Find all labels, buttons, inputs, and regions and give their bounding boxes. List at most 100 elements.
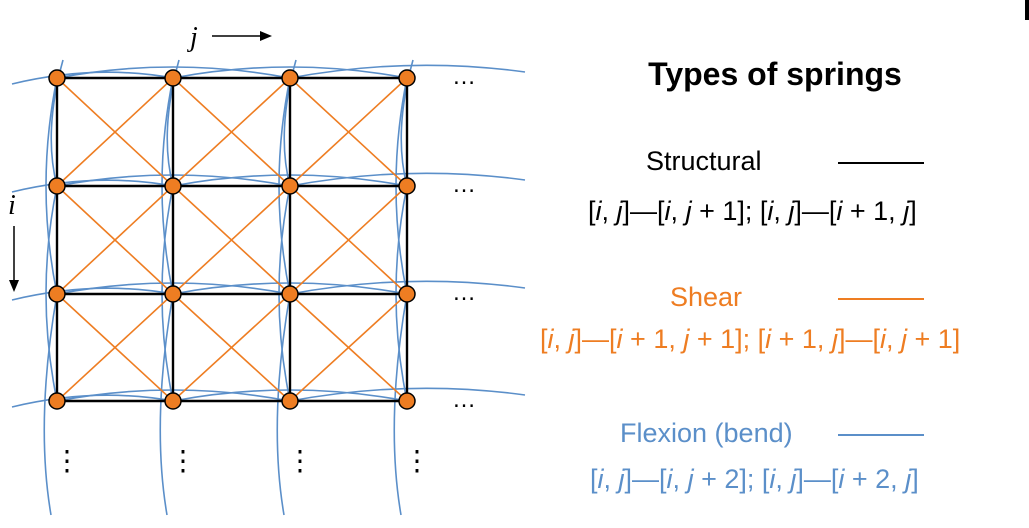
column-continuation-ellipsis: ⋮	[169, 444, 197, 477]
mass-node	[48, 69, 66, 87]
column-continuation-ellipsis: ⋮	[403, 444, 431, 477]
column-continuation-ellipsis: ⋮	[53, 444, 81, 477]
spring-types-legend: Types of springs Structural [i, j]—[i, j…	[540, 0, 1029, 528]
shear-springs	[56, 77, 408, 402]
flexion-definition-part: ,	[672, 464, 688, 494]
right-edge-mark	[1025, 0, 1029, 20]
shear-definition-part: i	[765, 324, 772, 354]
structural-definition-part: ]—[	[622, 196, 665, 226]
mass-node	[48, 285, 66, 303]
mass-node	[164, 69, 182, 87]
flexion-spring-h	[56, 66, 291, 79]
structural-definition-part: ]	[909, 196, 917, 226]
flexion-spring-v	[45, 77, 58, 295]
shear-spring	[289, 185, 408, 295]
shear-definition-part: j	[683, 324, 690, 354]
flexion-definition-part: i	[838, 464, 845, 494]
row-continuation-ellipsis: …	[452, 279, 476, 306]
shear-definition-part: ]—[	[574, 324, 617, 354]
shear-definition-part: j	[831, 324, 838, 354]
structural-definition-part: + 1,	[842, 196, 904, 226]
flexion-spring-swatch	[838, 434, 924, 436]
shear-spring	[172, 293, 291, 402]
mass-node	[281, 69, 299, 87]
structural-spring-swatch	[838, 162, 924, 164]
mass-node	[398, 69, 416, 87]
shear-spring	[289, 77, 408, 187]
shear-spring	[56, 77, 174, 187]
flexion-definition-part: + 2]; [	[693, 464, 770, 494]
j-axis-arrowhead	[260, 31, 272, 41]
flexion-spring-definition: [i, j]—[i, j + 2]; [i, j]—[i + 2, j]	[590, 464, 919, 495]
mass-node	[164, 285, 182, 303]
shear-definition-part: + 1,	[622, 324, 684, 354]
flexion-spring-h	[289, 64, 526, 79]
shear-spring	[56, 185, 174, 295]
flexion-definition-part: ]—[	[796, 464, 839, 494]
shear-definition-part: j	[900, 324, 907, 354]
structural-definition-part: j	[903, 196, 910, 226]
flexion-spring-v	[43, 293, 58, 516]
shear-definition-part: + 1,	[771, 324, 832, 354]
flexion-definition-part: ,	[775, 464, 791, 494]
i-axis-arrowhead	[9, 280, 19, 292]
shear-spring	[56, 293, 174, 402]
continuation-ellipses: …………⋮⋮⋮⋮	[53, 63, 476, 477]
flexion-spring-name: Flexion (bend)	[620, 418, 793, 448]
mass-nodes	[48, 69, 416, 410]
shear-definition-part: ,	[553, 324, 569, 354]
mass-node	[398, 392, 416, 410]
flexion-definition-part: ,	[603, 464, 619, 494]
shear-definition-part: + 1]	[906, 324, 961, 354]
structural-definition-part: i	[767, 196, 774, 226]
structural-springs	[55, 76, 409, 403]
shear-spring	[289, 293, 408, 402]
structural-definition-part: ,	[670, 196, 686, 226]
shear-definition-part: j	[568, 324, 575, 354]
shear-definition-part: [	[540, 324, 548, 354]
shear-spring	[172, 185, 291, 295]
mass-node	[281, 177, 299, 195]
flexion-definition-part: ]—[	[624, 464, 667, 494]
flexion-definition-part: j	[790, 464, 797, 494]
shear-definition-part: i	[879, 324, 886, 354]
structural-definition-part: ]—[	[794, 196, 837, 226]
mass-node	[281, 285, 299, 303]
structural-definition-part: i	[595, 196, 602, 226]
row-continuation-ellipsis: …	[452, 386, 476, 413]
structural-definition-part: ,	[601, 196, 617, 226]
mass-node	[48, 392, 66, 410]
structural-definition-part: i	[664, 196, 671, 226]
structural-definition-part: j	[685, 196, 692, 226]
structural-definition-part: i	[836, 196, 843, 226]
mass-node	[398, 285, 416, 303]
structural-definition-part: j	[788, 196, 795, 226]
flexion-definition-part: [	[590, 464, 598, 494]
structural-definition-part: [	[588, 196, 596, 226]
shear-spring	[172, 77, 291, 187]
flexion-spring-h	[172, 66, 408, 79]
structural-spring-definition: [i, j]—[i, j + 1]; [i, j]—[i + 1, j]	[588, 196, 917, 227]
shear-spring-name: Shear	[670, 282, 743, 312]
flexion-definition-part: i	[769, 464, 776, 494]
structural-definition-part: j	[616, 196, 623, 226]
mass-node	[164, 177, 182, 195]
flexion-definition-part: j	[687, 464, 694, 494]
row-continuation-ellipsis: …	[452, 63, 476, 90]
axis-labels: j i	[8, 22, 272, 292]
mass-node	[398, 177, 416, 195]
structural-definition-part: ,	[773, 196, 789, 226]
flexion-spring-v	[159, 293, 174, 516]
structural-definition-part: + 1]; [	[691, 196, 768, 226]
column-continuation-ellipsis: ⋮	[286, 444, 314, 477]
mass-node	[281, 392, 299, 410]
structural-spring-name: Structural	[646, 146, 762, 176]
shear-definition-part: + 1]; [	[689, 324, 766, 354]
shear-spring-definition: [i, j]—[i + 1, j + 1]; [i + 1, j]—[i, j …	[540, 324, 960, 355]
i-axis-label: i	[8, 190, 16, 221]
flexion-spring-v	[393, 293, 408, 516]
flexion-definition-part: ]	[911, 464, 919, 494]
flexion-definition-part: + 2,	[844, 464, 906, 494]
flexion-springs	[11, 59, 526, 516]
shear-definition-part: ,	[885, 324, 901, 354]
